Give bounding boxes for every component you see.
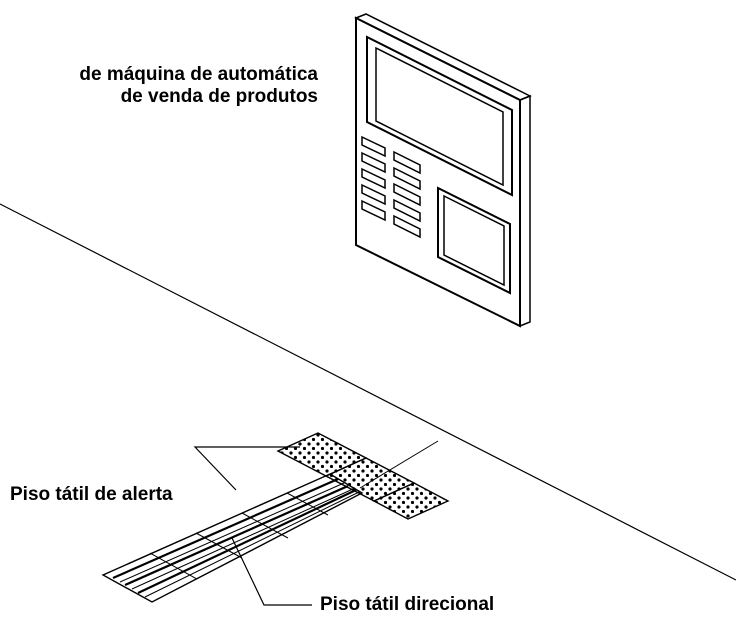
machine-display [366,35,513,197]
vending-machine [354,13,532,328]
machine-dispense-window [437,186,511,295]
wall-floor-line [0,203,736,581]
directional-tactile-floor [101,473,364,603]
alert-floor-label: Piso tátil de alerta [10,484,173,505]
machine-label: de máquina de automática de venda de pro… [79,64,318,108]
machine-front-face [355,16,521,328]
alert-tactile-floor [276,432,450,520]
alert-tile-3 [372,482,450,520]
alert-leader-line [193,446,300,491]
directional-floor-label: Piso tátil direcional [320,594,495,615]
reference-line [359,440,439,489]
machine-label-line2: de venda de produtos [120,85,318,107]
directional-leader-line [231,537,312,606]
machine-side-face [354,13,532,101]
machine-label-line1: de máquina de automática [79,64,318,85]
machine-buttons [361,135,421,239]
